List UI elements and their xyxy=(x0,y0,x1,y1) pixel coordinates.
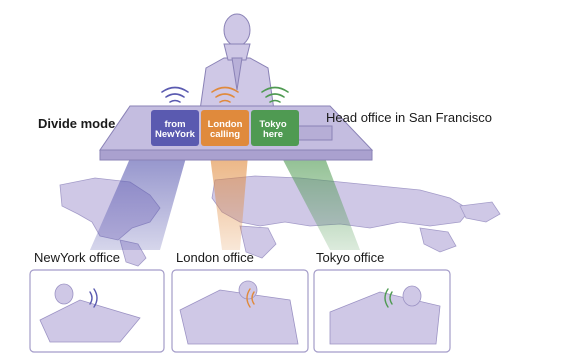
badge-newyork-line1: from xyxy=(164,119,186,130)
badge-london-bg xyxy=(201,110,249,146)
badge-tokyo-line1: Tokyo xyxy=(259,119,287,130)
badge-newyork: from NewYork xyxy=(151,120,199,140)
channel-badges xyxy=(151,110,299,146)
badge-newyork-line2: NewYork xyxy=(155,129,195,140)
newyork-office-label: NewYork office xyxy=(34,250,120,265)
badge-london: London calling xyxy=(201,120,249,140)
signal-waves-icon xyxy=(161,86,289,103)
tokyo-office-label: Tokyo office xyxy=(316,250,385,265)
newyork-signal-icon xyxy=(89,288,98,308)
badge-london-line2: calling xyxy=(209,129,241,140)
office-signal-icons xyxy=(89,288,393,308)
badge-tokyo-line2: here xyxy=(262,129,284,140)
tokyo-signal-icon xyxy=(384,288,393,308)
london-signal-icon xyxy=(246,288,255,308)
mode-label: Divide mode xyxy=(38,116,116,131)
head-office-person xyxy=(199,13,275,111)
badge-tokyo: Tokyo here xyxy=(249,120,297,140)
badge-tokyo-bg xyxy=(251,110,299,146)
office-scenes xyxy=(39,280,441,345)
london-office-label: London office xyxy=(176,250,254,265)
badge-london-line1: London xyxy=(207,119,243,130)
head-office-label: Head office in San Francisco xyxy=(326,110,492,125)
badge-newyork-bg xyxy=(151,110,199,146)
